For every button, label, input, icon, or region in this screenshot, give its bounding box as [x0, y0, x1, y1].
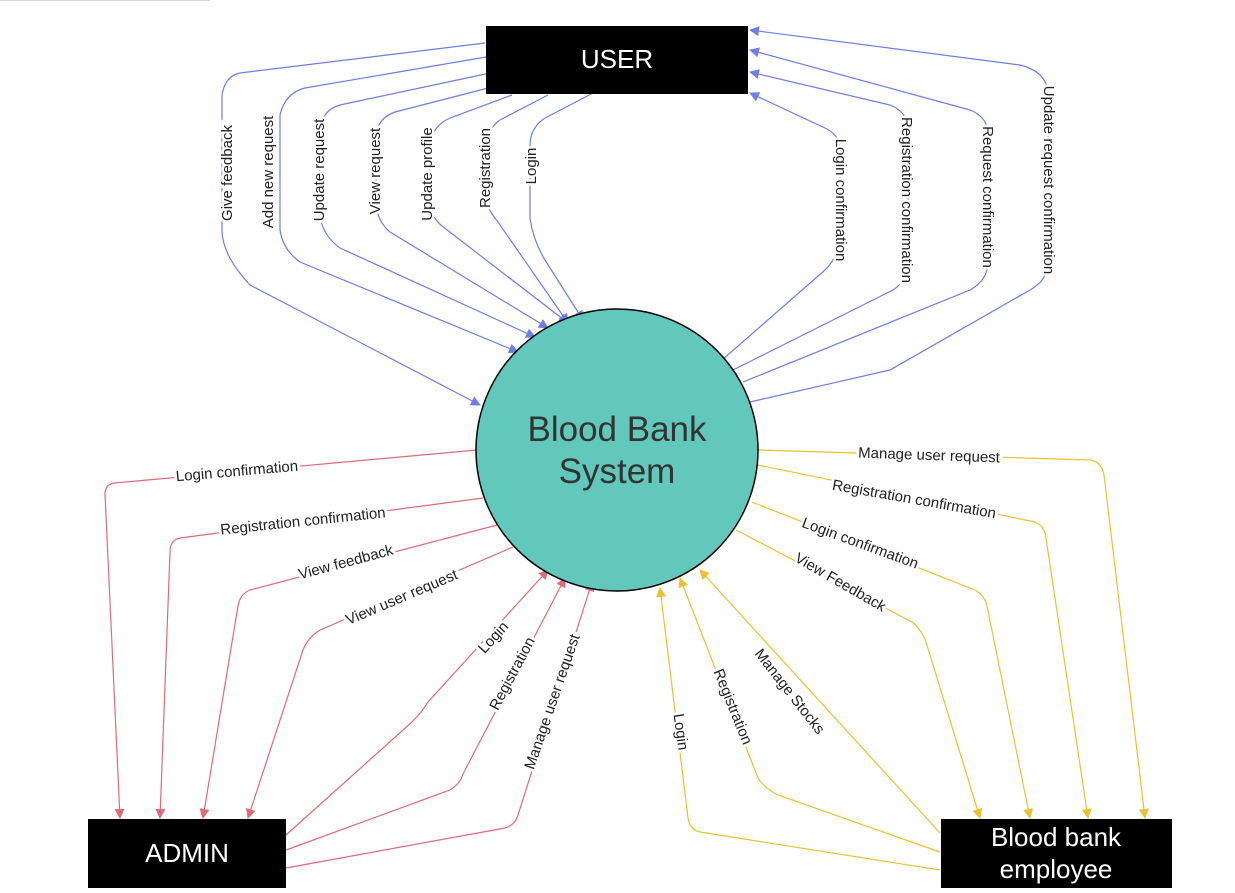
label-login-admin: Login	[475, 618, 512, 657]
user-entity-label: USER	[581, 44, 653, 74]
label-registration-confirmation-user: Registration confirmation	[898, 117, 915, 283]
admin-to-system-flows	[285, 569, 595, 869]
user-to-system-labels: Give feedback Add new request Update req…	[216, 112, 542, 230]
label-request-confirmation-user: Request confirmation	[979, 126, 996, 268]
label-view-request: View request	[367, 127, 384, 214]
flow-give-feedback	[221, 42, 486, 406]
flow-registration-confirmation-employee	[757, 464, 1092, 819]
flow-manage-user-request-admin	[285, 581, 595, 869]
system-to-admin-flows	[104, 449, 514, 819]
system-to-employee-flows	[735, 449, 1149, 819]
flow-add-new-request	[279, 56, 519, 354]
flow-login-confirmation-admin	[104, 449, 478, 819]
user-to-system-flows	[221, 42, 596, 406]
label-login-confirmation-user: Login confirmation	[832, 139, 849, 262]
label-registration-confirmation-admin: Registration confirmation	[220, 504, 387, 538]
system-to-employee-labels: Manage user request Registration confirm…	[789, 442, 1004, 619]
flow-login-admin	[285, 569, 549, 836]
flow-registration-user	[485, 94, 569, 324]
employee-entity-label-line1: Blood bank	[991, 822, 1122, 852]
label-view-feedback-admin: View feedback	[297, 542, 396, 584]
employee-entity-box	[941, 819, 1172, 888]
flow-view-user-request-admin	[246, 546, 514, 819]
label-manage-user-request-employee: Manage user request	[858, 445, 1001, 467]
flow-view-feedback-admin	[199, 524, 498, 819]
label-view-feedback-employee: View Feedback	[792, 550, 890, 616]
flow-registration-employee	[678, 577, 941, 853]
label-registration-confirmation-employee: Registration confirmation	[831, 477, 997, 523]
flow-update-request	[319, 72, 536, 338]
flow-registration-confirmation-admin	[155, 497, 484, 819]
label-manage-stocks-employee: Manage Stocks	[751, 646, 828, 738]
flow-view-feedback-employee	[735, 529, 983, 819]
flow-login-employee	[656, 587, 941, 871]
admin-to-system-labels: Login Registration Manage user request	[472, 615, 587, 774]
label-registration-employee: Registration	[710, 667, 756, 748]
flow-view-request	[375, 84, 549, 329]
label-update-profile: Update profile	[419, 127, 436, 220]
employee-entity-label-line2: employee	[1000, 854, 1113, 884]
system-to-user-labels: Login confirmation Registration confirma…	[830, 83, 1060, 285]
label-update-request-confirmation-user: Update request confirmation	[1040, 86, 1057, 274]
flow-update-profile	[429, 94, 569, 324]
label-update-request: Update request	[311, 118, 328, 221]
flow-request-confirmation-user	[742, 47, 989, 383]
label-give-feedback: Give feedback	[219, 125, 236, 221]
label-login-user: Login	[523, 148, 540, 185]
process-title-line2: System	[559, 452, 676, 491]
admin-entity-label: ADMIN	[145, 838, 229, 868]
flow-registration-confirmation-user	[732, 69, 909, 371]
label-login-employee: Login	[670, 713, 692, 752]
label-registration-user: Registration	[477, 128, 494, 208]
system-to-user-flows	[721, 26, 1049, 403]
flow-login-confirmation-user	[721, 92, 841, 361]
process-circle	[475, 308, 759, 592]
flow-login-confirmation-employee	[751, 501, 1034, 819]
admin-entity-box	[88, 819, 286, 888]
user-entity-box	[486, 26, 748, 94]
process-title-line1: Blood Bank	[527, 410, 707, 449]
employee-to-system-flows	[656, 569, 941, 871]
label-view-user-request-admin: View user request	[343, 566, 461, 629]
flow-manage-stocks-employee	[699, 569, 941, 834]
label-login-confirmation-admin: Login confirmation	[175, 458, 299, 486]
system-to-admin-labels: Login confirmation Registration confirma…	[172, 455, 464, 632]
flow-login-user	[529, 91, 596, 321]
label-add-new-request: Add new request	[260, 115, 277, 228]
flow-registration-admin	[285, 577, 566, 851]
flow-update-request-confirmation-user	[749, 26, 1049, 403]
top-strip	[0, 0, 210, 1]
flow-manage-user-request-employee	[757, 449, 1149, 819]
employee-to-system-labels: Login Registration Manage Stocks	[667, 643, 831, 755]
